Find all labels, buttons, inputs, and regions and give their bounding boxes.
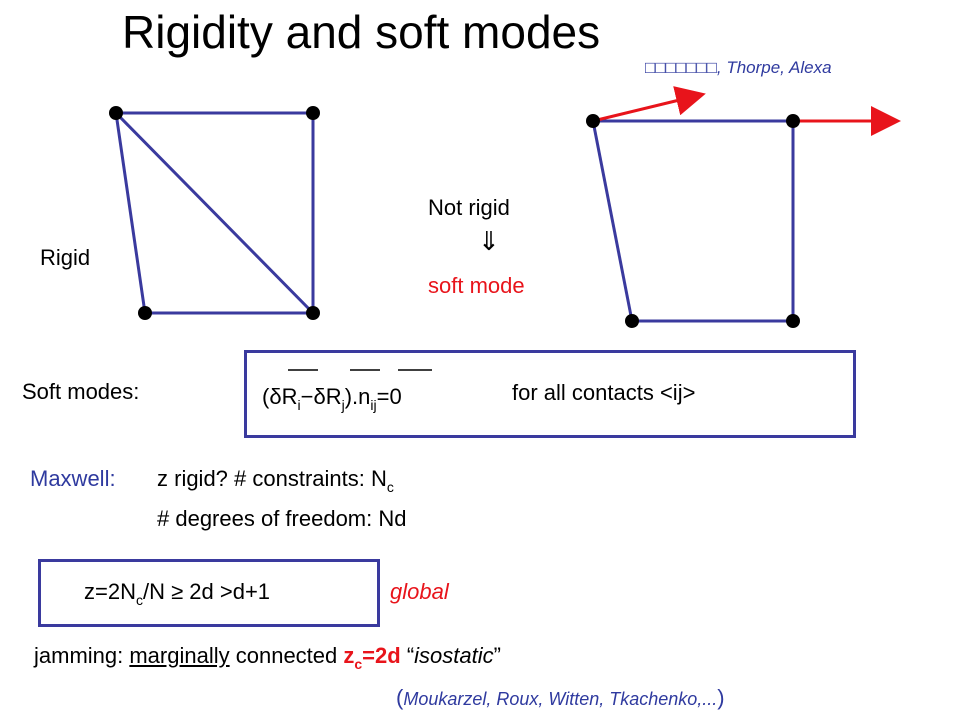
references-line: (Moukarzel, Roux, Witten, Tkachenko,...) [396,685,725,711]
constraints-text: z rigid? # constraints: N [157,466,387,491]
nonrigid-frame-diagram [586,86,901,328]
eq-sub-ij: ij [370,397,377,413]
soft-mode-arrow [592,86,706,123]
rigid-frame-diagram [109,106,320,320]
jamming-line: jamming: marginally connected zc=2d “iso… [34,643,501,672]
quote-close: ” [493,643,501,668]
z-formula-box [38,559,380,627]
not-rigid-label: Not rigid [428,195,510,220]
rigid-node [306,306,320,320]
soft-mode-equation: (δRi−δRj).nij=0 [262,384,402,413]
slide-title: Rigidity and soft modes [122,6,601,58]
z-part2: /N ≥ 2d >d+1 [142,579,271,604]
maxwell-label: Maxwell: [30,466,116,491]
eq-sub-i: i [297,397,301,413]
equation-box [244,350,856,438]
isostatic-word: isostatic [414,643,494,668]
zc-equation: zc=2d [343,643,401,672]
implies-arrow-icon: ⇓ [478,226,500,256]
soft-modes-label: Soft modes: [22,379,140,404]
zc-z: z [343,643,355,668]
jamming-underlined: marginally [129,643,230,668]
nonrigid-node [786,314,800,328]
eq-minus: −δR [300,384,342,409]
jamming-middle: connected [229,643,344,668]
z-formula: z=2Nc/N ≥ 2d >d+1 [84,579,270,608]
global-label: global [390,579,449,604]
rigid-label: Rigid [40,245,91,270]
constraints-line: z rigid? # constraints: Nc [157,466,394,495]
nonrigid-node [586,114,600,128]
for-all-contacts: for all contacts <ij> [512,380,696,405]
jamming-prefix: jamming: [34,643,130,668]
nonrigid-edge-left [591,120,634,322]
credit-line: □□□□□□□, Thorpe, Alexa [645,58,832,77]
eq-open: (δR [262,384,298,409]
z-part1: z=2N [84,579,136,604]
degrees-of-freedom-line: # degrees of freedom: Nd [157,506,407,531]
rigid-edge-diagonal [114,111,315,315]
rigid-node [138,306,152,320]
quote-open: “ [400,643,415,668]
rigid-node [109,106,123,120]
eq-sub-j: j [341,397,345,413]
eq-rhs: =0 [376,384,402,409]
refs-open: ( [396,685,404,710]
refs-close: ) [717,685,725,710]
zc-rest: =2d [362,643,401,668]
nonrigid-node [786,114,800,128]
rigid-edge-left [114,112,147,314]
z-sub: c [135,592,143,608]
rigid-node [306,106,320,120]
constraints-sub: c [386,479,394,495]
soft-mode-label: soft mode [428,273,525,298]
zc-sub: c [354,656,363,672]
eq-close: ).n [344,384,371,409]
refs-text: Moukarzel, Roux, Witten, Tkachenko,... [403,689,718,709]
nonrigid-node [625,314,639,328]
